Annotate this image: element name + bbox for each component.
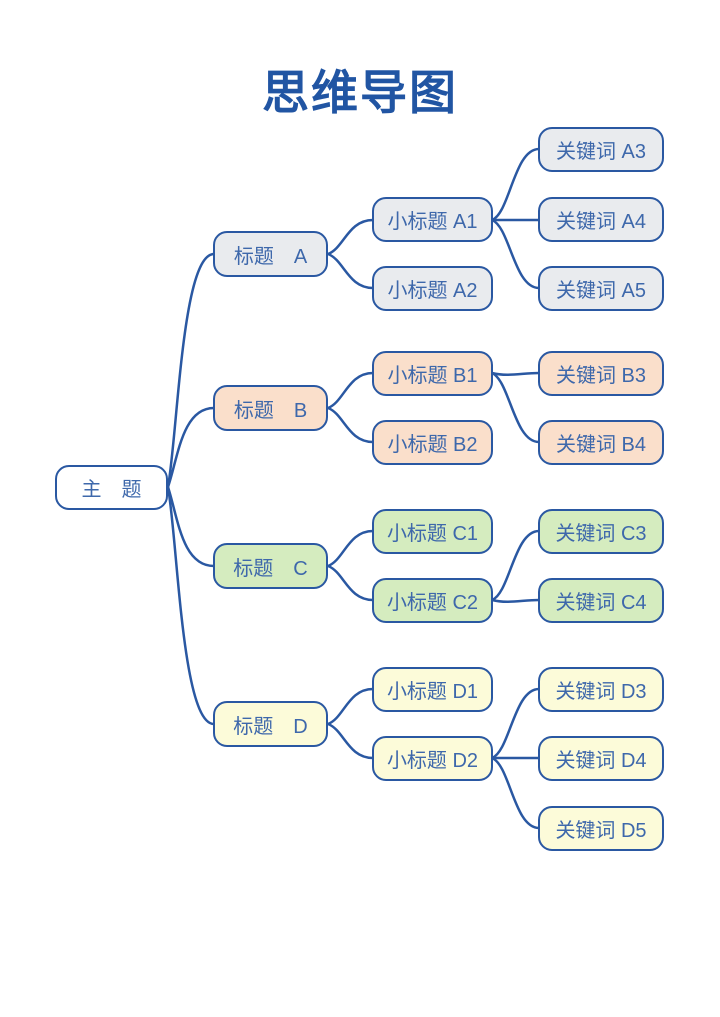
- node-subtitle-d2[interactable]: 小标题 D2: [372, 736, 493, 781]
- node-title-a[interactable]: 标题 A: [213, 231, 328, 277]
- connector-root-to-title-c: [166, 485, 216, 568]
- node-title-c[interactable]: 标题 C: [213, 543, 328, 589]
- node-keyword-a3[interactable]: 关键词 A3: [538, 127, 664, 172]
- node-keyword-d3[interactable]: 关键词 D3: [538, 667, 664, 712]
- node-subtitle-d1[interactable]: 小标题 D1: [372, 667, 493, 712]
- connector-title-d-to-d1: [326, 687, 375, 726]
- connector-title-c-to-c1: [326, 529, 375, 568]
- connector-c2-to-c3: [490, 529, 541, 602]
- node-keyword-b3[interactable]: 关键词 B3: [538, 351, 664, 396]
- node-subtitle-a2[interactable]: 小标题 A2: [372, 266, 493, 311]
- connector-title-b-to-b2: [326, 406, 375, 444]
- connector-title-d-to-d2: [326, 722, 375, 760]
- connector-root-to-title-b: [166, 406, 216, 489]
- connector-c2-to-c4: [490, 598, 541, 604]
- node-title-d[interactable]: 标题 D: [213, 701, 328, 747]
- node-title-b[interactable]: 标题 B: [213, 385, 328, 431]
- connector-title-c-to-c2: [326, 564, 375, 602]
- connector-title-a-to-a2: [326, 252, 375, 290]
- connector-title-a-to-a1: [326, 218, 375, 256]
- node-subtitle-c1[interactable]: 小标题 C1: [372, 509, 493, 554]
- node-root[interactable]: 主 题: [55, 465, 168, 510]
- connector-b1-to-b3: [490, 371, 541, 377]
- connector-d2-to-d5: [490, 756, 541, 830]
- connector-b1-to-b4: [490, 371, 541, 444]
- node-keyword-c3[interactable]: 关键词 C3: [538, 509, 664, 554]
- node-keyword-d5[interactable]: 关键词 D5: [538, 806, 664, 851]
- node-keyword-b4[interactable]: 关键词 B4: [538, 420, 664, 465]
- node-subtitle-b2[interactable]: 小标题 B2: [372, 420, 493, 465]
- node-keyword-a5[interactable]: 关键词 A5: [538, 266, 664, 311]
- node-subtitle-b1[interactable]: 小标题 B1: [372, 351, 493, 396]
- connector-d2-to-d3: [490, 687, 541, 760]
- connector-title-b-to-b1: [326, 371, 375, 410]
- node-subtitle-a1[interactable]: 小标题 A1: [372, 197, 493, 242]
- node-subtitle-c2[interactable]: 小标题 C2: [372, 578, 493, 623]
- connector-root-to-title-d: [166, 485, 216, 726]
- node-keyword-c4[interactable]: 关键词 C4: [538, 578, 664, 623]
- connector-a1-to-a3: [490, 147, 541, 222]
- page-title: 思维导图: [262, 66, 458, 119]
- connector-a1-to-a5: [490, 218, 541, 290]
- node-keyword-a4[interactable]: 关键词 A4: [538, 197, 664, 242]
- node-keyword-d4[interactable]: 关键词 D4: [538, 736, 664, 781]
- connector-root-to-title-a: [166, 252, 216, 489]
